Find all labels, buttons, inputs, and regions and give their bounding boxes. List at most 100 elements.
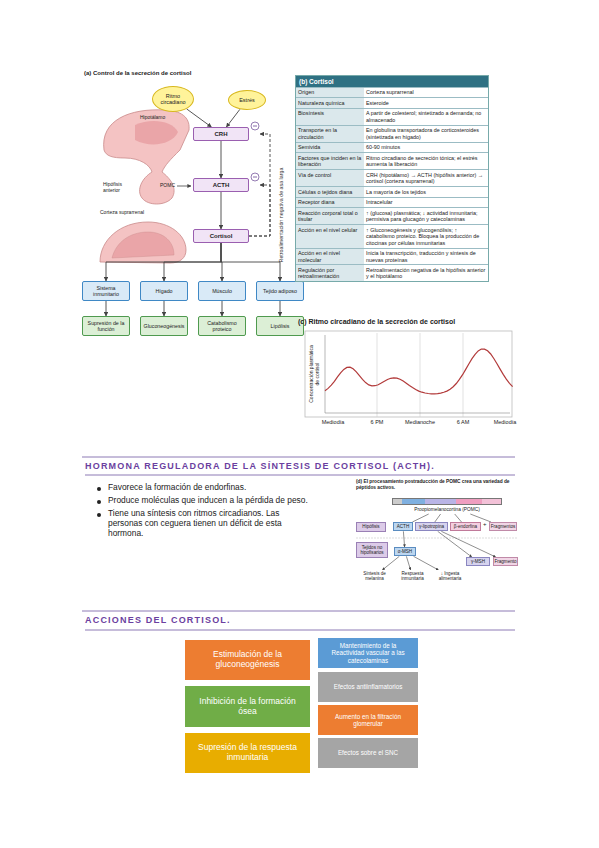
hormone-box: ACTH [193,178,249,192]
minus-sign [253,177,257,178]
label-text: La mayoría de los tejidos [364,187,488,196]
node-text: β-endorfina [454,524,477,529]
table-row: Receptor dianaIntracelular [296,197,488,207]
node-text: γ-MSH [471,559,485,564]
connector [406,556,410,570]
peptide-box: α-MSH [394,547,416,556]
node-text: Proopiomelanocortina (POMC) [414,507,480,513]
connector [106,243,221,281]
label-text: Ritmo circadiano de secreción tónica; el… [364,153,488,169]
node-text: γ-lipotropina [419,524,444,529]
label-text: (d) El procesamiento postraducción de PO… [356,479,516,491]
label-text: (b) Cortisol [296,76,488,87]
label-text: Factores que inciden en la liberación [296,153,364,169]
label-text: Mediodía [494,419,517,426]
connector [412,514,428,522]
node-text: Estrés [239,97,255,103]
node-text: Respuesta inmunitaria [397,571,428,582]
label-text: Produce moléculas que inducen a la pérdi… [108,495,308,505]
label-text: Hipófisis anterior [103,181,139,193]
adrenal-medulla [112,232,174,258]
connector [106,301,107,316]
label-text: Vía de control [296,170,364,186]
target-box: Tejido adiposo [256,281,304,301]
bullet-item: Favorece la formación de endorfinas. [108,482,308,492]
node-text: α-MSH [398,549,412,554]
action-box: Supresión de la respuesta inmunitaria [185,733,310,773]
divider [82,457,515,458]
connector [470,514,491,522]
action-box: Efectos antiinflamatorios [318,672,418,702]
node-text: Gluconeogénesis [144,323,185,329]
node-text: Músculo [212,288,232,294]
label-text: Regulación por retroalimentación [296,265,364,281]
label-text: (a) Control de la secreción de cortisol [84,70,294,77]
label-text: + [483,521,489,528]
label-text: Semivida [296,143,364,152]
label-text: Células o tejidos diana [296,187,364,196]
target-box: Músculo [198,281,246,301]
label-text: Retroalimentación negativa de asa larga [277,150,285,280]
divider [85,475,515,476]
chart-frame [305,331,512,417]
hypothalamus-region [135,121,178,144]
data-table: (b) CortisolOrigenCorteza suprarrenalNat… [295,75,489,282]
inhibition-circle [251,173,259,181]
label-text: Intracelular [364,198,488,207]
pomc-bar-strip [392,498,502,505]
bullet-dot [97,487,101,491]
peptide-box: γ-lipotropina [415,522,448,531]
bullet-item: Produce moléculas que inducen a la pérdi… [108,495,308,505]
label-text: Transporte en la circulación [296,126,364,142]
connector [221,192,222,229]
label-text: ACCIONES DEL CORTISOL. [85,615,385,626]
table-row: Vía de controlCRH (hipotálamo) → ACTH (h… [296,169,488,186]
y-axis [325,335,326,413]
peptide-box: β-endorfina [450,522,481,531]
pomc-leader [177,186,191,187]
node-text: Aumento en la filtración glomerular [323,713,413,727]
node-text: Supresión de la función [85,320,127,332]
effect-text-box: Respuesta inmunitaria [395,570,430,583]
inhibition-circle [251,122,259,130]
effect-text-box: Síntesis de melanina [358,570,391,583]
label-text: Receptor diana [296,198,364,207]
label-text: Hipotálamo [140,114,180,120]
connector [164,301,165,316]
label-text: ↑ Gluconeogénesis y glucogenólisis; ↑ ca… [364,225,488,247]
table-row: BiosíntesisA partir de colesterol; sinte… [296,108,488,125]
table-row: Acción en el nivel celular↑ Gluconeogéne… [296,224,488,247]
connector [187,109,212,127]
label-text: Esteroide [364,98,488,107]
trigger-oval: Estrés [228,90,266,110]
row-divider [356,538,518,539]
node-text: Estimulación de la gluconeogénesis [190,650,305,670]
node-text: Catabolismo proteico [201,320,243,332]
connector [435,514,441,522]
table-row: Factores que inciden en la liberaciónRit… [296,152,488,169]
effect-box: Lipólisis [256,316,304,336]
table-row: Naturaleza químicaEsteroide [296,97,488,107]
effect-text-box: ↓ Ingesta alimentaria [434,570,466,583]
connector [221,243,280,281]
hormone-box: CRH [193,127,249,141]
connector [221,141,222,178]
label-text: POMC [160,182,177,188]
target-box: Sistema inmunitario [82,281,130,301]
label-text: Corteza suprarrenal [100,209,150,215]
label-text: Medianoche [405,419,435,426]
label-text: Acción en el nivel celular [296,225,364,247]
grid-line [420,333,421,417]
label-text: Favorece la formación de endorfinas. [108,482,308,492]
connector [438,531,472,557]
node-text: Fragmento [494,559,516,564]
peptide-box: Fragmentos [489,522,517,531]
table-row: Semivida60-90 minutos [296,142,488,152]
node-text: ACTH [213,182,230,189]
label-text: HORMONA REGULADORA DE LA SÍNTESIS DE COR… [85,461,525,472]
effect-box: Catabolismo proteico [198,316,246,336]
label-text: Concentración plasmática de cortisol [308,344,320,404]
connector [226,109,240,127]
label-text: Origen [296,88,364,97]
connector [455,514,462,522]
